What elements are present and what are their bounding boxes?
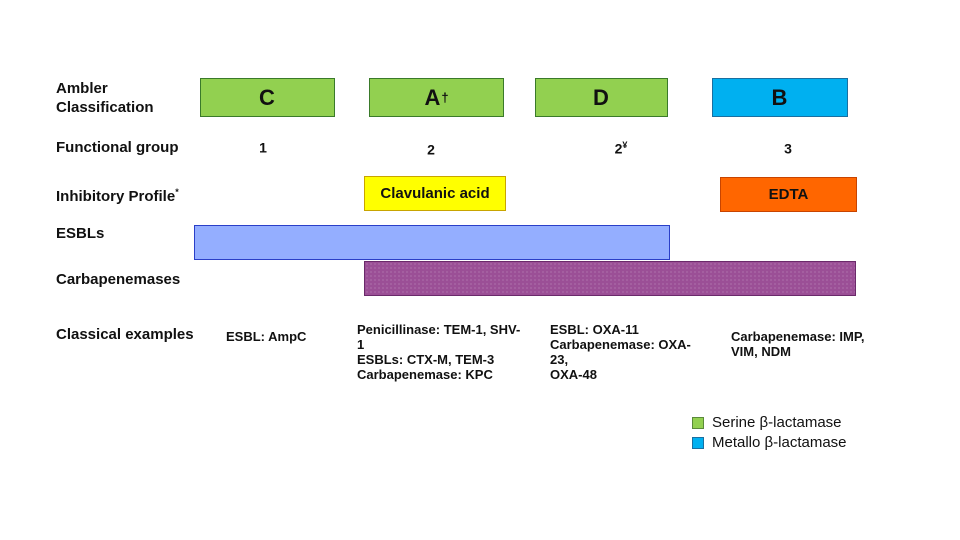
legend-swatch-metallo [692, 436, 704, 449]
legend-item-serine: Serine β-lactamase [692, 414, 842, 431]
legend-label-metallo: Metallo β-lactamase [712, 434, 847, 451]
functional-group-2-text: 2 [427, 141, 435, 158]
functional-group-2: 2 [401, 141, 461, 158]
esbls-label: ESBLs [56, 225, 105, 242]
functional-group-2-yen-mark: ¥ [622, 140, 628, 150]
example-class-a: Penicillinase: TEM-1, SHV- 1 ESBLs: CTX-… [357, 322, 521, 382]
inhibitory-profile-label: Inhibitory Profile* [56, 183, 179, 206]
ambler-class-c-label: C [259, 84, 275, 110]
ambler-class-a-mark: † [441, 90, 449, 105]
carbapenemase-band [364, 261, 856, 296]
legend-swatch-serine [692, 416, 704, 429]
inhibitor-clavulanic-acid-label: Clavulanic acid [380, 185, 490, 202]
ambler-class-b-label: B [771, 84, 788, 110]
classical-examples-label: Classical examples [56, 326, 194, 343]
ambler-class-d-box: D [535, 78, 668, 117]
inhibitor-edta-label: EDTA [768, 186, 809, 203]
legend-item-metallo: Metallo β-lactamase [692, 434, 847, 451]
ambler-class-c-box: C [200, 78, 335, 117]
inhibitory-profile-footnote-mark: * [175, 187, 179, 197]
ambler-class-b-box: B [712, 78, 848, 117]
carbapenemases-label: Carbapenemases [56, 271, 181, 288]
ambler-class-d-label: D [593, 84, 609, 110]
functional-group-1-text: 1 [259, 139, 267, 156]
functional-group-3-text: 3 [784, 140, 792, 157]
functional-group-2-yen: 2¥ [591, 140, 651, 157]
ambler-class-a-box: A† [369, 78, 504, 117]
esbl-band [194, 225, 670, 260]
legend-label-serine: Serine β-lactamase [712, 414, 842, 431]
inhibitory-profile-text: Inhibitory Profile [56, 188, 176, 205]
ambler-classification-label: Ambler Classification [56, 80, 154, 116]
inhibitor-clavulanic-acid-box: Clavulanic acid [364, 176, 506, 211]
functional-group-2-yen-text: 2 [614, 140, 623, 157]
functional-group-3: 3 [758, 140, 818, 157]
example-class-d: ESBL: OXA-11 Carbapenemase: OXA- 23, OXA… [550, 322, 691, 382]
functional-group-1: 1 [233, 139, 293, 156]
example-class-c: ESBL: AmpC [226, 329, 307, 344]
functional-group-label: Functional group [56, 139, 179, 156]
example-class-b: Carbapenemase: IMP, VIM, NDM [731, 329, 865, 359]
ambler-class-a-label: A [424, 84, 441, 110]
inhibitor-edta-box: EDTA [720, 177, 857, 212]
